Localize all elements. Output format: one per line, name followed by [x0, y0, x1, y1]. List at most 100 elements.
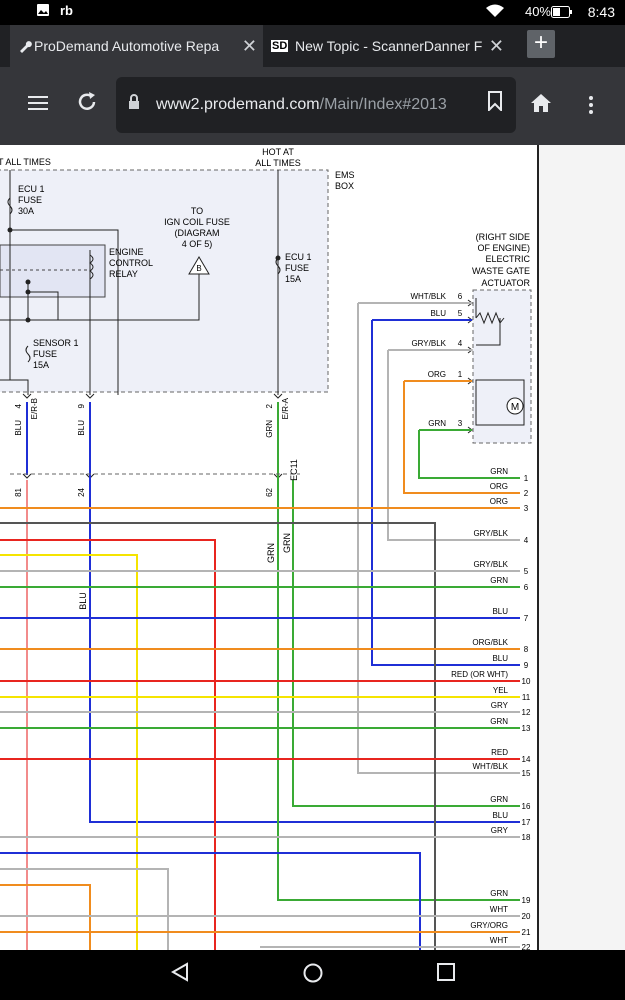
pin-code-label: E/R-A: [281, 397, 290, 419]
ems-label: EMS: [335, 170, 355, 180]
row-number: 12: [522, 708, 531, 717]
fuse-label: FUSE: [285, 263, 309, 273]
row-number: 9: [524, 661, 529, 670]
actuator-box: [472, 289, 532, 444]
connector-icon: [273, 393, 283, 399]
menu-icon[interactable]: [28, 91, 48, 117]
tab-prodemand[interactable]: ProDemand Automotive Repa ✕: [10, 25, 263, 67]
wiring-diagram: B T ALL TIMES HOT AT ALL TIMES EMS BOX E…: [0, 145, 625, 950]
row-number: 18: [522, 833, 531, 842]
rb-app-icon: rb: [60, 3, 73, 18]
wire-label: BLU: [492, 811, 508, 820]
url-host: www2.prodemand.com: [156, 96, 320, 113]
row-number: 2: [524, 489, 529, 498]
pin-wire-label: GRY/BLK: [411, 339, 446, 348]
potentiometer-icon: [475, 311, 505, 325]
triangle-ref-icon: [188, 256, 210, 275]
actuator-label: ACTUATOR: [481, 278, 530, 288]
ign-coil-label: IGN COIL FUSE: [164, 217, 230, 227]
pin-number: 4: [458, 339, 463, 348]
pin-number: 4: [14, 403, 23, 408]
ign-coil-label: TO: [191, 206, 203, 216]
recents-icon[interactable]: [436, 962, 456, 988]
fuse-icon: [25, 345, 31, 363]
fuse-label: SENSOR 1: [33, 338, 79, 348]
row-number: 19: [522, 896, 531, 905]
pin-wire-label: WHT/BLK: [410, 292, 446, 301]
fuse-label: 15A: [33, 360, 49, 370]
pin-wire-label: GRN: [428, 419, 446, 428]
relay-label: CONTROL: [109, 258, 153, 268]
hot-at-label: HOT AT: [262, 147, 294, 157]
wire-label: GRN: [490, 576, 508, 585]
row-number: 20: [522, 912, 531, 921]
wire-label: RED (OR WHT): [451, 670, 508, 679]
fuse-label: FUSE: [18, 195, 42, 205]
gallery-icon: [36, 3, 50, 20]
wire-label: GRN: [490, 467, 508, 476]
ecm-pin-number: 62: [265, 487, 274, 496]
pin-wire-label: GRN: [265, 420, 274, 438]
home-button-icon[interactable]: [302, 962, 324, 990]
row-number: 13: [522, 724, 531, 733]
reload-icon[interactable]: [76, 91, 98, 119]
close-icon[interactable]: ✕: [241, 36, 257, 56]
close-icon[interactable]: ✕: [488, 36, 504, 56]
tab-scannerdanner[interactable]: SD New Topic - ScannerDanner F ✕: [265, 25, 510, 67]
wire-label: WHT: [490, 905, 508, 914]
box-label: BOX: [335, 181, 354, 191]
ec11-label: EC11: [289, 459, 299, 481]
row-number: 21: [522, 928, 531, 937]
wifi-icon: [485, 3, 505, 22]
row-number: 5: [524, 567, 529, 576]
row-number: 14: [522, 755, 531, 764]
row-number: 7: [524, 614, 529, 623]
connector-icon: [22, 473, 32, 479]
new-tab-button[interactable]: +: [527, 30, 555, 58]
wire-label: BLU: [492, 654, 508, 663]
row-number: 1: [524, 474, 529, 483]
relay-label: RELAY: [109, 269, 138, 279]
connector-icon: [22, 393, 32, 399]
pin-number: 9: [77, 403, 86, 408]
browser-toolbar: www2.prodemand.com/Main/Index#2013: [0, 67, 625, 145]
row-number: 15: [522, 769, 531, 778]
ecm-pin-number: 81: [14, 487, 23, 496]
wire-label: BLU: [492, 607, 508, 616]
wire-label: GRN: [282, 533, 292, 553]
motor-icon: [506, 397, 524, 415]
pin-number: 6: [458, 292, 463, 301]
bookmark-icon[interactable]: [488, 91, 502, 117]
pin-number: 5: [458, 309, 463, 318]
overflow-menu-icon[interactable]: [588, 95, 594, 121]
pin-number: 1: [458, 370, 463, 379]
battery-percent: 40%: [524, 4, 551, 19]
row-number: 17: [522, 818, 531, 827]
clock: 8:43: [587, 4, 615, 20]
wire-label: RED: [491, 748, 508, 757]
back-icon[interactable]: [170, 962, 190, 988]
battery-icon: [551, 6, 573, 21]
wire-label: WHT: [490, 936, 508, 945]
fuse-label: 30A: [18, 206, 34, 216]
address-bar[interactable]: www2.prodemand.com/Main/Index#2013: [116, 77, 516, 133]
row-number: 6: [524, 583, 529, 592]
status-bar: rb 40% 8:43: [0, 0, 625, 25]
page-edge: [537, 145, 625, 950]
ign-coil-label: (DIAGRAM: [175, 228, 220, 238]
home-icon[interactable]: [530, 93, 552, 119]
wrench-icon: [18, 25, 32, 67]
relay-label: ENGINE: [109, 247, 144, 257]
pin-wire-label: ORG: [428, 370, 446, 379]
ecm-pin-number: 24: [77, 487, 86, 496]
fuse-icon: [7, 197, 13, 215]
url-path: /Main/Index#2013: [319, 96, 447, 113]
wire-label: ORG: [490, 497, 508, 506]
tab-title: ProDemand Automotive Repa: [34, 38, 220, 54]
actuator-label: ELECTRIC: [485, 254, 530, 264]
hot-label-left: T ALL TIMES: [0, 157, 51, 167]
row-number: 4: [524, 536, 529, 545]
ign-coil-label: 4 OF 5): [182, 239, 213, 249]
sd-logo-icon: SD: [271, 40, 289, 52]
wire-label: GRY/BLK: [473, 529, 508, 538]
